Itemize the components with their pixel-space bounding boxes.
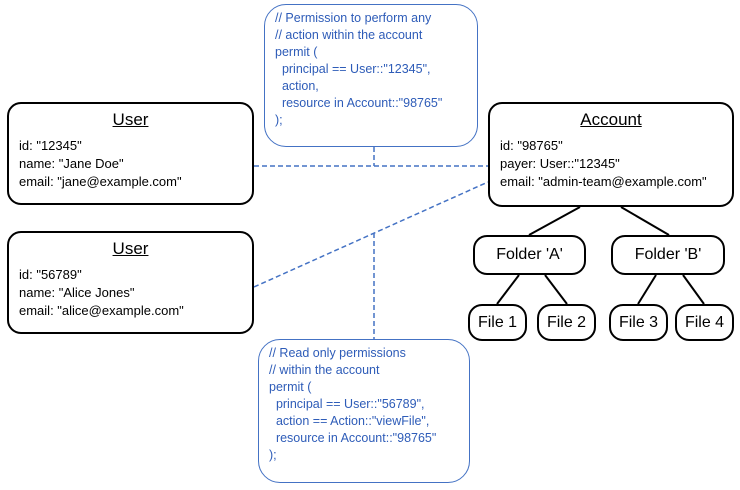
- policy-line: action,: [275, 79, 319, 93]
- tree-edge-folder-a-file-1: [496, 274, 520, 305]
- policy-line: permit (: [269, 380, 312, 394]
- entity-title: Account: [580, 110, 642, 129]
- attr-id: id: "98765": [500, 138, 563, 153]
- file-3-node: File 3: [609, 304, 668, 341]
- file-label: File 4: [684, 313, 725, 331]
- file-label: File 2: [546, 313, 587, 331]
- file-4-node: File 4: [675, 304, 734, 341]
- account-entity: Account id: "98765" payer: User::"12345"…: [488, 102, 734, 207]
- attr-email: email: "admin-team@example.com": [500, 174, 707, 189]
- policy-line: // action within the account: [275, 28, 423, 42]
- policy2-connector-user-account: [253, 181, 489, 288]
- folder-label: Folder 'B': [634, 246, 702, 263]
- policy-line: resource in Account::"98765": [275, 96, 443, 110]
- entity-title: User: [112, 110, 149, 129]
- policy-box-read-only: // Read only permissions // within the a…: [258, 339, 470, 483]
- folder-b-node: Folder 'B': [611, 235, 725, 275]
- file-1-node: File 1: [468, 304, 527, 341]
- policy-line: );: [275, 113, 283, 127]
- entity-title: User: [112, 239, 149, 258]
- user-entity-alice: User id: "56789" name: "Alice Jones" ema…: [7, 231, 254, 334]
- tree-edge-folder-a-file-2: [544, 274, 568, 305]
- policy-line: action == Action::"viewFile",: [269, 414, 430, 428]
- policy-line: );: [269, 448, 277, 462]
- attr-name: name: "Jane Doe": [19, 156, 124, 171]
- tree-edge-account-folder-b: [620, 206, 670, 236]
- policy-line: principal == User::"56789",: [269, 397, 425, 411]
- tree-edge-folder-b-file-3: [637, 274, 657, 305]
- file-label: File 1: [477, 313, 518, 331]
- policy-line: resource in Account::"98765": [269, 431, 437, 445]
- folder-a-node: Folder 'A': [473, 235, 586, 275]
- attr-id: id: "12345": [19, 138, 82, 153]
- policy-line: principal == User::"12345",: [275, 62, 431, 76]
- entity-attributes: id: "98765" payer: User::"12345" email: …: [500, 137, 732, 191]
- entity-attributes: id: "56789" name: "Alice Jones" email: "…: [19, 266, 252, 320]
- policy-line: // within the account: [269, 363, 380, 377]
- policy-line: permit (: [275, 45, 318, 59]
- folder-label: Folder 'A': [496, 246, 563, 263]
- attr-email: email: "alice@example.com": [19, 303, 184, 318]
- entity-attributes: id: "12345" name: "Jane Doe" email: "jan…: [19, 137, 252, 191]
- attr-email: email: "jane@example.com": [19, 174, 182, 189]
- file-2-node: File 2: [537, 304, 596, 341]
- policy-box-full-access: // Permission to perform any // action w…: [264, 4, 478, 147]
- attr-id: id: "56789": [19, 267, 82, 282]
- user-entity-jane: User id: "12345" name: "Jane Doe" email:…: [7, 102, 254, 205]
- tree-edge-folder-b-file-4: [682, 274, 705, 305]
- policy-line: // Read only permissions: [269, 346, 406, 360]
- attr-payer: payer: User::"12345": [500, 156, 620, 171]
- tree-edge-account-folder-a: [528, 206, 581, 236]
- file-label: File 3: [618, 313, 659, 331]
- policy-line: // Permission to perform any: [275, 11, 432, 25]
- attr-name: name: "Alice Jones": [19, 285, 135, 300]
